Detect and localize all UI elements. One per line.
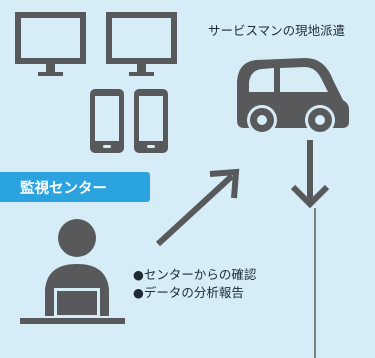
monitoring-center-badge: 監視センター — [0, 172, 150, 202]
dispatch-label: サービスマンの現地派遣 — [208, 23, 346, 38]
van-icon — [237, 58, 350, 135]
monitor-icon — [15, 12, 86, 76]
monitor-icon — [106, 12, 177, 76]
note-data-analysis-report: ●データの分析報告 — [133, 285, 244, 300]
tablet-icon — [134, 89, 168, 153]
person-at-laptop-icon — [20, 219, 125, 324]
tablet-icon — [90, 89, 124, 153]
arrow-down-icon — [290, 140, 330, 209]
arrow-up-right-icon — [155, 168, 240, 247]
note-center-confirmation: ●センターからの確認 — [133, 267, 257, 282]
